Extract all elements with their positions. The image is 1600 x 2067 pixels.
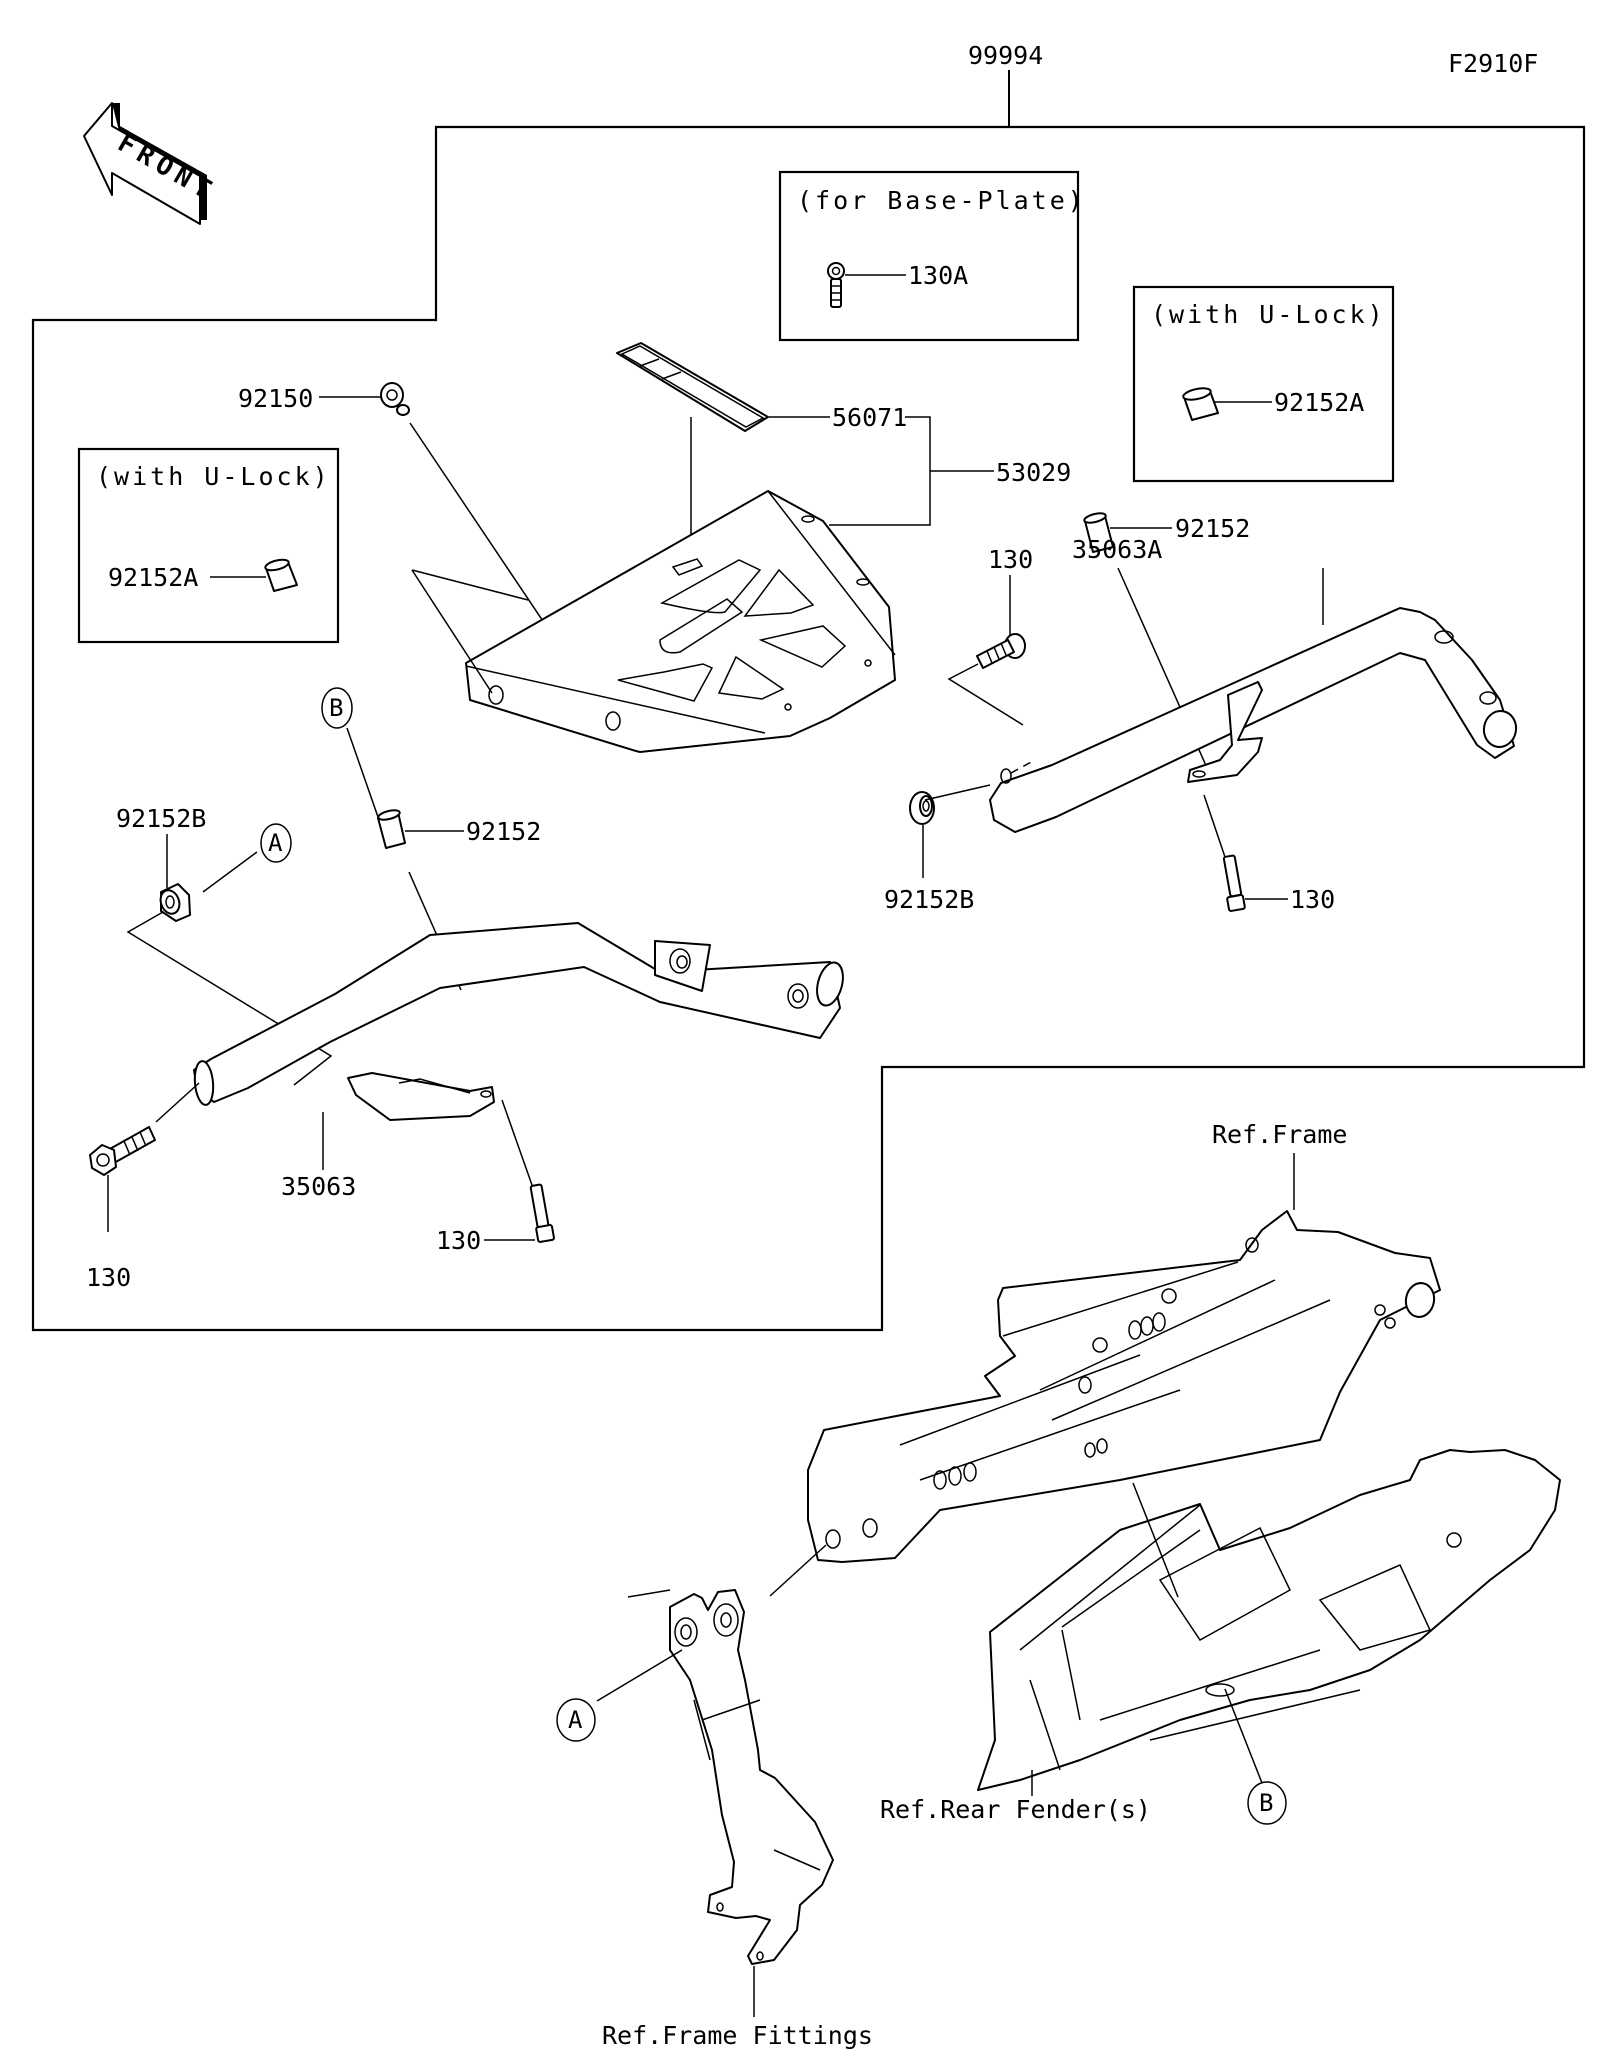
front-arrow-icon: FRONT [83,102,221,225]
bushing-92152b-left-icon [159,883,191,922]
part-label-35063a[interactable]: 35063A [1072,535,1162,564]
carrier-plate-53029-icon [465,490,896,753]
kit-boundary-frame [31,125,1586,1332]
ref-frame-icon [807,1210,1441,1563]
callout-a-top[interactable] [260,823,292,863]
bushing-92152b-right-icon [909,791,935,825]
part-label-130-right-top[interactable]: 130 [988,545,1033,574]
figure-code: F2910F [1448,49,1538,78]
ref-rear-fender-label[interactable]: Ref.Rear Fender(s) [880,1795,1151,1824]
callout-b-bottom[interactable] [1247,1781,1287,1825]
part-label-92152-left[interactable]: 92152 [466,817,541,846]
decal-56071-icon [616,342,769,432]
part-label-92152-right[interactable]: 92152 [1175,514,1250,543]
part-label-92152b-left[interactable]: 92152B [116,804,206,833]
part-label-92152a-left[interactable]: 92152A [108,563,198,592]
bolt-130a-icon [827,262,845,308]
rail-35063-icon [193,922,844,1121]
part-label-35063[interactable]: 35063 [281,1172,356,1201]
callout-a-bottom[interactable] [556,1698,596,1742]
inset-u-lock-right [1132,285,1395,483]
bolt-130-left-end-icon [89,1126,156,1176]
part-label-130-right-bottom[interactable]: 130 [1290,885,1335,914]
part-label-130a[interactable]: 130A [908,261,968,290]
part-label-92150[interactable]: 92150 [238,384,313,413]
collar-92152-left-icon [377,809,406,849]
inset-u-lock-left-note: (with U-Lock) [96,462,331,491]
inset-base-plate [778,170,1080,342]
bolt-130-left-bottom-icon [529,1183,555,1243]
collar-92152a-left-icon [264,558,298,592]
ref-frame-fittings-label[interactable]: Ref.Frame Fittings [602,2021,873,2050]
callout-b-top[interactable] [321,687,353,729]
callout-a-bottom-letter: A [568,1706,583,1734]
rail-35063a-icon [989,607,1518,833]
callout-a-top-letter: A [268,829,283,857]
part-label-56071[interactable]: 56071 [832,403,907,432]
part-label-130-left-end[interactable]: 130 [86,1263,131,1292]
callout-b-bottom-letter: B [1259,1789,1273,1817]
screw-92150-icon [380,382,410,416]
bolt-130-right-bottom-icon [1222,854,1246,912]
ref-frame-fittings-icon [669,1589,834,1965]
ref-rear-fender-icon [977,1449,1561,1791]
collar-92152-right-icon [1083,512,1114,553]
inset-u-lock-left [77,447,340,644]
collar-92152a-right-icon [1182,387,1219,421]
part-label-92152b-right[interactable]: 92152B [884,885,974,914]
inset-u-lock-right-note: (with U-Lock) [1151,300,1386,329]
bolt-130-right-top-icon [976,633,1026,669]
assembly-part-number[interactable]: 99994 [968,41,1043,70]
ref-frame-label[interactable]: Ref.Frame [1212,1120,1347,1149]
callout-b-top-letter: B [329,694,343,722]
part-label-130-left-bottom[interactable]: 130 [436,1226,481,1255]
part-label-92152a-right[interactable]: 92152A [1274,388,1364,417]
inset-base-plate-note: (for Base-Plate) [797,186,1086,215]
part-label-53029[interactable]: 53029 [996,458,1071,487]
